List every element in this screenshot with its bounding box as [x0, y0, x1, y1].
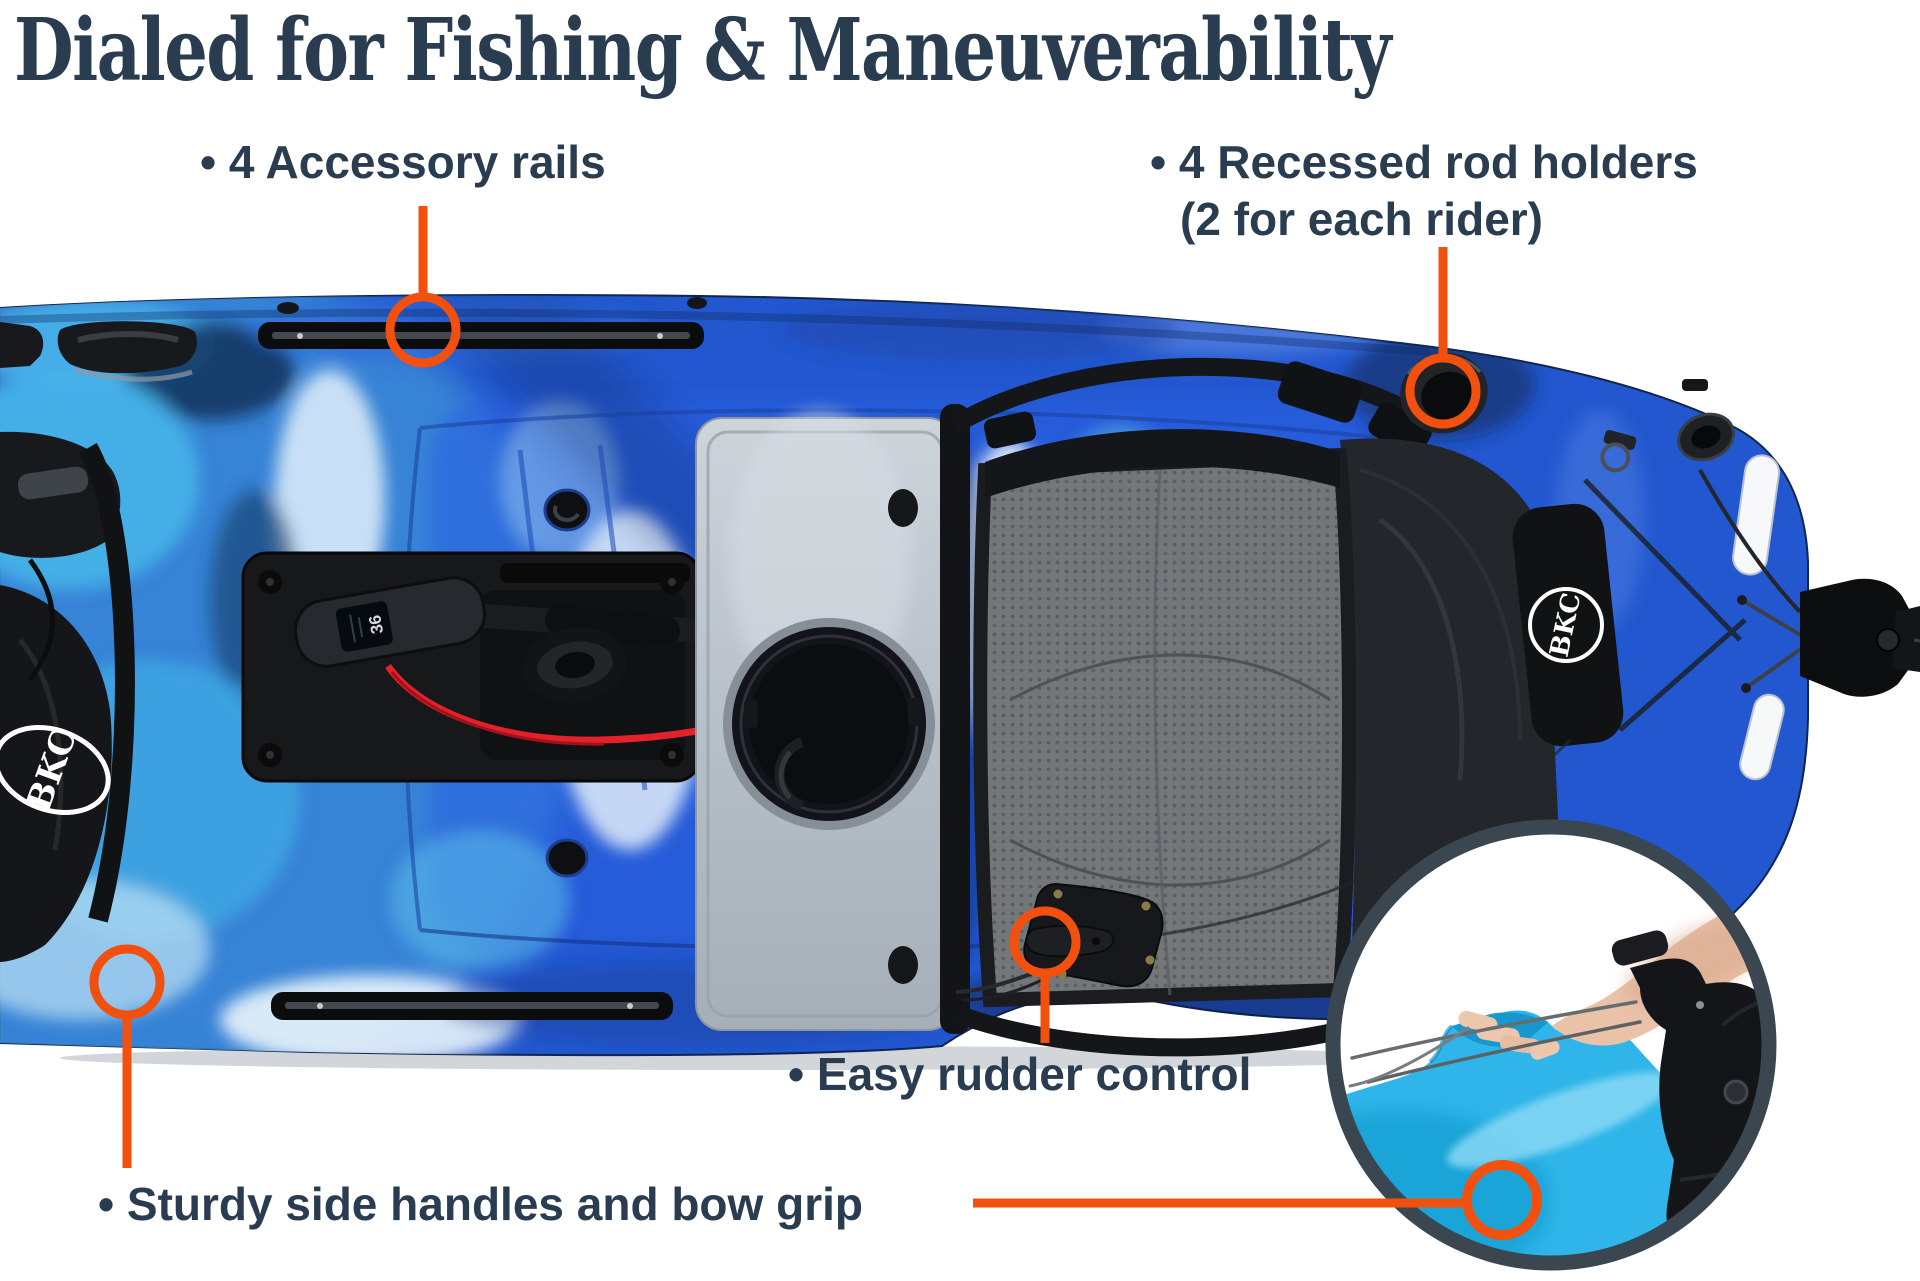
label-accessory-rails-text: • 4 Accessory rails — [200, 136, 606, 188]
callout-rod-holders — [1405, 247, 1481, 429]
accessory-rail — [271, 992, 673, 1020]
standing-pad — [695, 410, 955, 1031]
inset-ring — [1325, 819, 1777, 1271]
label-rudder-control: • Easy rudder control — [788, 1046, 1251, 1103]
accessory-rail — [258, 322, 704, 349]
front-seat: BKC — [0, 431, 135, 962]
label-rudder-control-text: • Easy rudder control — [788, 1048, 1252, 1100]
callout-bow-grip — [973, 1160, 1542, 1240]
motor-mount: 36 — [241, 551, 813, 783]
mount-screws — [258, 570, 684, 767]
inset-cables — [1348, 993, 1762, 1256]
callout-accessory-rails — [385, 206, 461, 368]
page-title: Dialed for Fishing & Maneuverability — [14, 0, 1391, 101]
callout-rudder-control — [1009, 906, 1081, 1043]
bow-carry-handle — [0, 321, 197, 382]
d-ring — [1600, 429, 1637, 473]
seat-side-pocket: BKC — [1512, 503, 1624, 747]
label-side-handles-text: • Sturdy side handles and bow grip — [98, 1178, 863, 1230]
motor-control-head: 36 — [293, 576, 487, 668]
motor-display: 36 — [365, 613, 387, 635]
storage-hatch — [723, 618, 935, 830]
rod-holder-rear — [1677, 412, 1735, 462]
inset-photo — [1325, 819, 1777, 1271]
label-rod-holders-text: • 4 Recessed rod holders — [1150, 136, 1698, 188]
label-side-handles: • Sturdy side handles and bow grip — [98, 1176, 863, 1233]
rudder-assembly — [1698, 469, 1920, 697]
scupper-holes — [277, 297, 707, 878]
stern-details — [1583, 379, 1920, 781]
label-rod-holders: • 4 Recessed rod holders (2 for each rid… — [1150, 134, 1698, 248]
rudder-lever — [1025, 924, 1115, 958]
callout-side-handle — [89, 944, 165, 1168]
label-accessory-rails: • 4 Accessory rails — [200, 134, 606, 191]
callout-markers — [89, 206, 1542, 1240]
label-rod-holders-subtext: (2 for each rider) — [1180, 193, 1543, 245]
